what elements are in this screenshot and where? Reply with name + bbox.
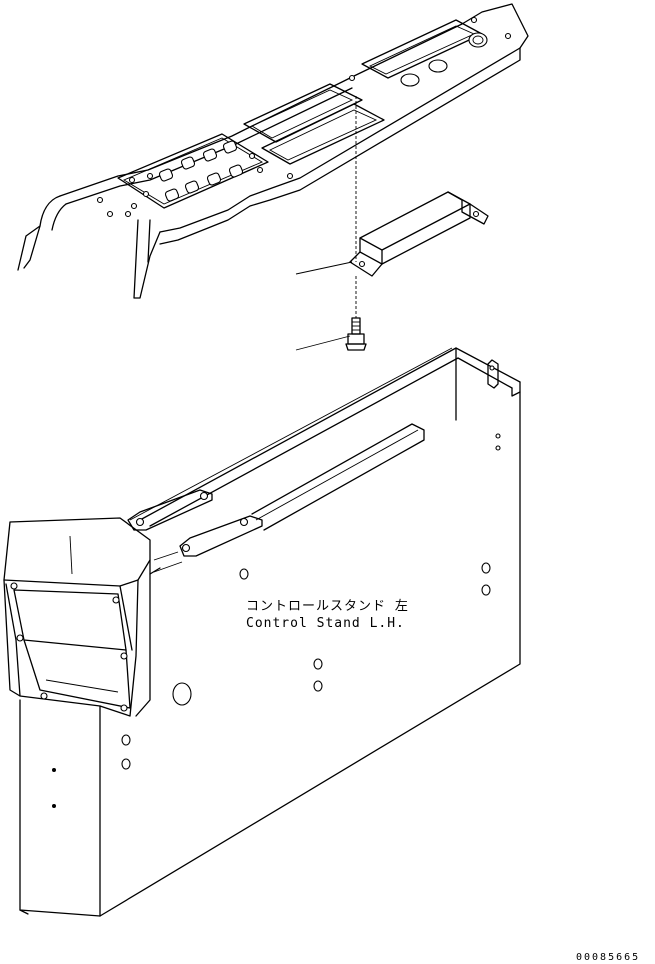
bolt — [345, 317, 367, 351]
control-stand-body — [19, 347, 521, 917]
part-name-jp: コントロールスタンド 左 — [246, 599, 409, 614]
leader-line-bracket — [295, 261, 353, 275]
top-cover-panel — [17, 3, 529, 299]
front-console-cover — [3, 517, 151, 717]
switch-panel — [96, 133, 294, 218]
leader-line-bolt — [295, 335, 351, 351]
mounting-bracket — [349, 191, 489, 277]
drawing-number: 00085665 — [576, 952, 640, 963]
part-name-en: Control Stand L.H. — [246, 616, 405, 631]
